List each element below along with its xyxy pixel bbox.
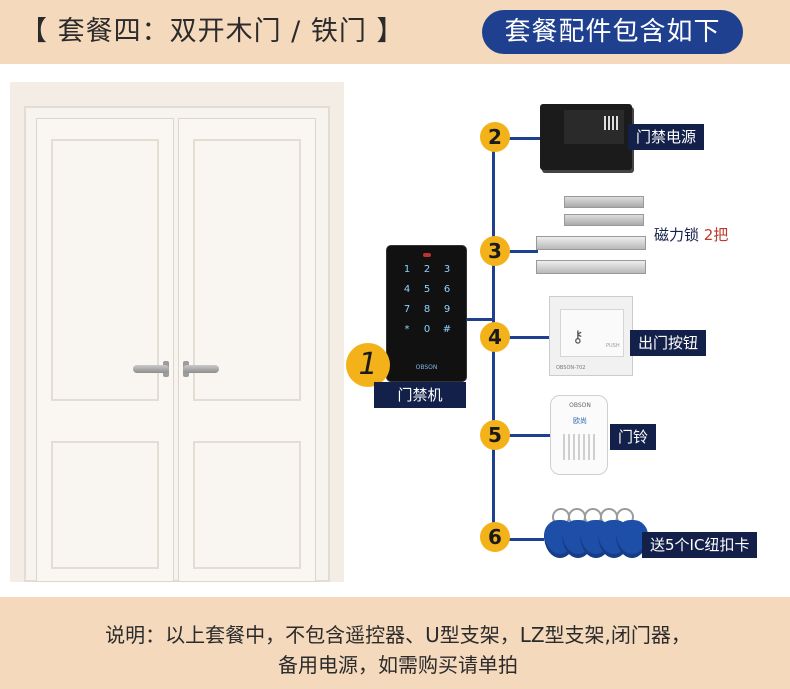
badge-3: 3 <box>480 236 510 266</box>
power-label: 门禁电源 <box>628 124 705 150</box>
door-panel-lower <box>193 441 301 569</box>
lock-quantity: 2把 <box>703 226 729 244</box>
lock-label: 磁力锁 2把 <box>646 222 737 248</box>
armature-plate <box>564 214 644 226</box>
wiring-cards <box>508 538 544 541</box>
door-panel-upper <box>193 139 301 401</box>
door-panel-upper <box>51 139 159 401</box>
qr-code-icon <box>604 116 618 130</box>
door-handle-right <box>183 365 219 373</box>
wiring-exit-button <box>508 336 550 339</box>
magnetic-lock-body <box>536 236 646 250</box>
footer-band <box>0 597 790 689</box>
push-text: PUSH <box>606 343 620 349</box>
badge-1: 1 <box>346 343 390 387</box>
badge-6: 6 <box>480 522 510 552</box>
key: # <box>442 324 452 335</box>
key: 4 <box>403 284 411 295</box>
wiring-power <box>508 137 542 140</box>
key: 8 <box>423 304 431 315</box>
door-leaf-left <box>36 118 174 582</box>
keypad-controller-image: 1 2 3 4 5 6 7 8 9 * 0 # OBSON <box>387 246 466 381</box>
wiring-doorbell <box>508 434 550 437</box>
badge-2: 2 <box>480 122 510 152</box>
key: 7 <box>403 304 411 315</box>
key: 5 <box>423 284 431 295</box>
key: 6 <box>443 284 451 295</box>
door-leaf-right <box>178 118 316 582</box>
status-led <box>423 253 431 257</box>
key: 9 <box>443 304 451 315</box>
key: 2 <box>423 264 431 275</box>
door-panel-lower <box>51 441 159 569</box>
power-supply-image <box>540 104 632 170</box>
key: 1 <box>403 264 411 275</box>
keypad-keys: 1 2 3 4 5 6 7 8 9 * 0 # <box>397 264 457 335</box>
badge-5: 5 <box>480 420 510 450</box>
speaker-grill <box>563 434 597 460</box>
armature-plate <box>564 196 644 208</box>
exit-button-face <box>560 309 624 357</box>
page-title: 【 套餐四：双开木门 / 铁门 】 <box>20 16 405 47</box>
controller-label: 门禁机 <box>374 382 466 408</box>
key-icon: ⚷ <box>572 327 584 346</box>
key: 0 <box>423 324 431 335</box>
keypad-brand: OBSON <box>415 364 438 371</box>
footer-note-line-2: 备用电源，如需购买请单拍 <box>278 653 518 677</box>
key: 3 <box>443 264 451 275</box>
accessories-banner: 套餐配件包含如下 <box>482 10 743 54</box>
wiring-lock <box>508 250 538 253</box>
bell-brand: OBSON <box>569 402 591 409</box>
exit-button-label: 出门按钮 <box>630 330 707 356</box>
exit-button-image: ⚷ PUSH OBSON-702 <box>549 296 633 376</box>
footer-note: 说明：以上套餐中，不包含遥控器、U型支架，LZ型支架,闭门器， 备用电源，如需购… <box>18 620 778 680</box>
footer-note-line-1: 说明：以上套餐中，不包含遥控器、U型支架，LZ型支架,闭门器， <box>105 623 691 647</box>
door-handle-left <box>133 365 169 373</box>
doorbell-image: OBSON 欧尚 <box>550 395 608 475</box>
cards-label: 送5个IC纽扣卡 <box>642 532 758 558</box>
wiring-controller <box>466 318 494 321</box>
bell-logo: 欧尚 <box>573 417 587 425</box>
badge-4: 4 <box>480 322 510 352</box>
model-text: OBSON-702 <box>556 365 586 371</box>
lock-label-text: 磁力锁 <box>654 226 700 244</box>
key: * <box>404 324 410 335</box>
doorbell-label: 门铃 <box>610 424 657 450</box>
magnetic-lock-body <box>536 260 646 274</box>
